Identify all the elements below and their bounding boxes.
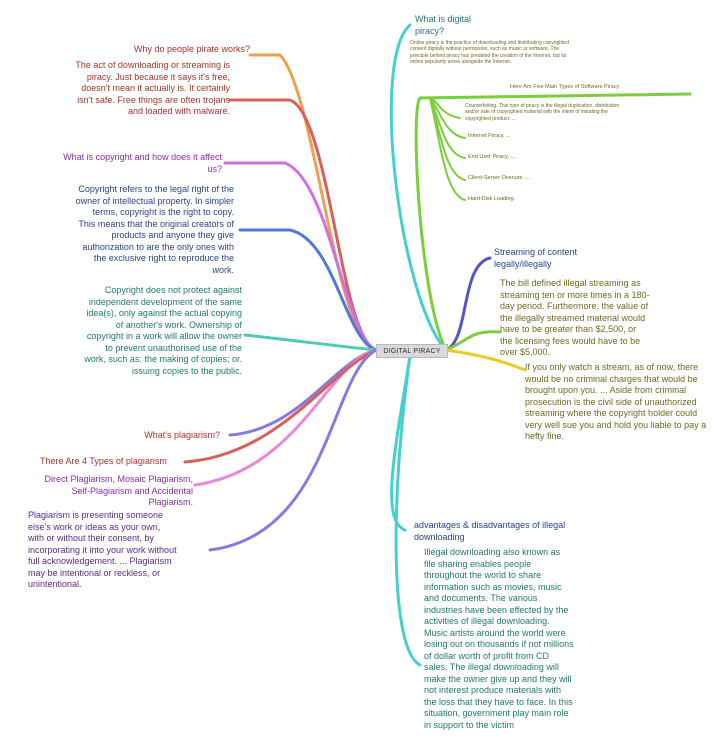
plagiarism-types-title[interactable]: There Are 4 Types of plagiarism: [40, 456, 167, 466]
counterfeiting-text: Counterfeiting. This type of piracy is t…: [465, 103, 620, 122]
sub-harddisk: [429, 97, 466, 201]
copyright-body2: Copyright does not protect against indep…: [84, 285, 242, 376]
branch-streaming-body1: [444, 330, 502, 352]
branch-plagiarism-def: [208, 348, 378, 552]
branch-what-is: [389, 23, 448, 352]
type-enduser: End User Piracy. ...: [468, 154, 515, 160]
streaming-body1: The bill defined illegal streaming as st…: [500, 278, 650, 358]
plagiarism-definition: Plagiarism is presenting someone else's …: [28, 510, 177, 590]
branch-adv-body: [394, 354, 422, 667]
why-pirate-title[interactable]: Why do people pirate works?: [133, 44, 250, 54]
plagiarism-types-body: Direct Plagiarism, Mosaic Plagiarism, Se…: [44, 474, 193, 508]
copyright-title[interactable]: What is copyright and how does it affect…: [63, 152, 222, 174]
what-is-body: Online piracy is the practice of downloa…: [410, 40, 569, 66]
adv-title[interactable]: advantages & disadvantages of illegal do…: [414, 520, 566, 542]
type-internet: Internet Piracy. ...: [468, 133, 511, 139]
software-types-title[interactable]: Here Are Five Main Types of Software Pir…: [510, 84, 620, 90]
branch-software-types: [414, 92, 692, 352]
branch-streaming-body2: [444, 348, 527, 372]
why-pirate-body: The act of downloading or streaming is p…: [75, 60, 230, 117]
streaming-title[interactable]: Streaming of content legally/illegally: [494, 247, 578, 269]
branch-types-red: [183, 348, 378, 464]
branch-copyright-body1: [238, 228, 378, 352]
streaming-body2: If you only watch a stream, as of now, t…: [525, 362, 707, 442]
what-is-title[interactable]: What is digital piracy?: [415, 14, 472, 36]
adv-body: Illegal downloading also known as file s…: [424, 547, 574, 730]
branch-copyright-body2: [243, 333, 378, 352]
type-harddisk: Hard-Disk Loading.: [468, 196, 516, 202]
center-node[interactable]: DIGITAL PIRACY: [376, 344, 448, 358]
branch-copyright: [223, 161, 378, 352]
type-clientserver: Client-Server Overuse. ...: [468, 175, 531, 181]
plagiarism-title[interactable]: What's plagiarism?: [144, 430, 220, 440]
branch-streaming: [444, 256, 492, 352]
copyright-body1: Copyright refers to the legal right of t…: [75, 184, 234, 275]
